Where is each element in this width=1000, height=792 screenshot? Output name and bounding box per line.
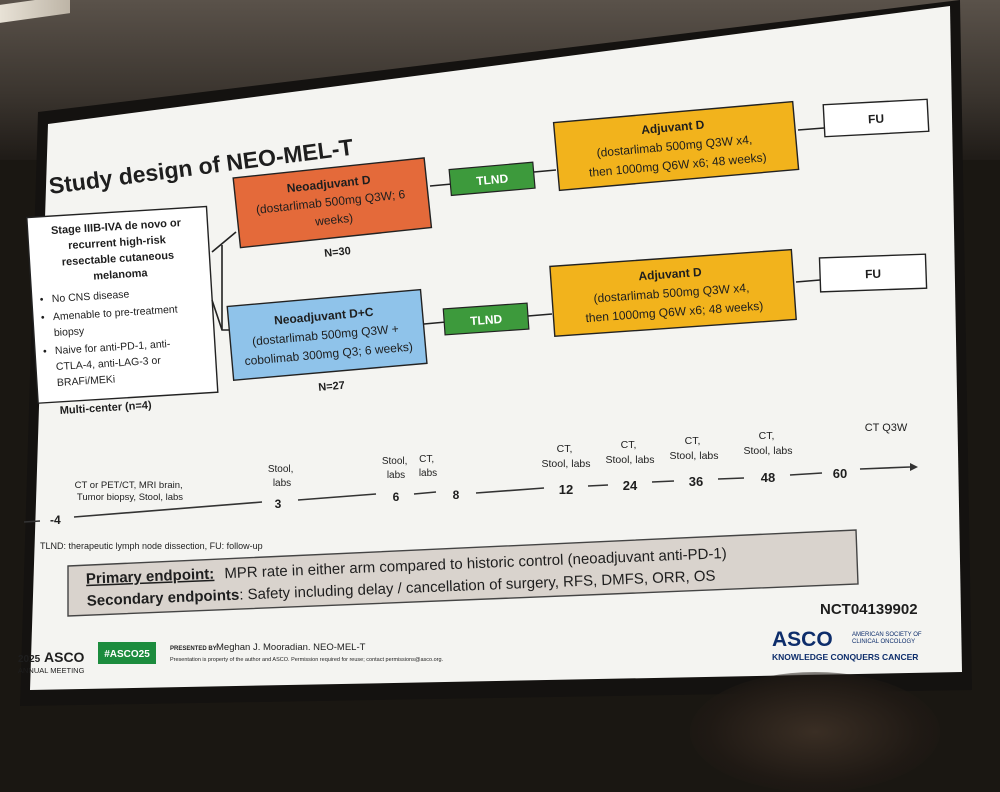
arm-a-fu-box (822, 98, 930, 138)
slide-footer: 2025 ASCO ANNUAL MEETING #ASCO25 PRESENT… (18, 628, 922, 675)
timeline-week-48: 48 (761, 470, 775, 485)
arm-b-tlnd-text: TLND (470, 312, 503, 328)
presented-by-label: PRESENTED BY: (170, 646, 218, 652)
hashtag-text: #ASCO25 (104, 649, 150, 660)
timeline-label-12: CT, Stool, labs (541, 443, 590, 470)
arm-b-neoadjuvant-box (226, 288, 428, 381)
multicenter-label: Multi-center (n=4) (59, 399, 152, 417)
timeline-label-60: CT Q3W (865, 422, 908, 434)
arm-b-adjuvant-box (549, 248, 797, 338)
arm-a-line-3 (797, 127, 825, 131)
timeline-label-48: CT, Stool, labs (743, 430, 792, 457)
arm-b-n: N=27 (318, 380, 346, 394)
timeline-week-3: 3 (275, 497, 282, 511)
arm-a-neoadjuvant-box (232, 157, 433, 249)
arm-a-adjuvant-box (552, 100, 800, 192)
asco-full-1: AMERICAN SOCIETY OF (852, 632, 922, 638)
abbreviations-note: TLND: therapeutic lymph node dissection,… (40, 541, 263, 551)
asco-tagline: KNOWLEDGE CONQUERS CANCER (772, 652, 918, 662)
arm-b-line-3 (795, 279, 821, 283)
timeline-label-36: CT, Stool, labs (669, 435, 718, 462)
arm-b-fu-box (818, 253, 928, 293)
projected-slide: Study design of NEO-MEL-T Stage IIIB-IVA… (18, 6, 962, 690)
timeline: -4 CT or PET/CT, MRI brain, Tumor biopsy… (23, 422, 918, 527)
timeline-week-12: 12 (559, 482, 573, 497)
asco-logo: ASCO (772, 628, 833, 651)
arm-a-tlnd-box (448, 161, 536, 197)
timeline-label-8: CT, labs (419, 454, 437, 479)
timeline-week-minus4: -4 (50, 513, 61, 527)
arm-b-line-1 (423, 321, 447, 325)
timeline-label-24: CT, Stool, labs (605, 439, 654, 466)
arm-b-tlnd-box (442, 302, 530, 336)
connector-top (211, 231, 237, 253)
hashtag-badge (98, 642, 156, 664)
trial-id: NCT04139902 (820, 601, 918, 618)
meeting-sub: ANNUAL MEETING (18, 666, 85, 675)
meeting-year: 2025 (18, 654, 41, 665)
asco-full-2: CLINICAL ONCOLOGY (852, 639, 915, 645)
audience-head-silhouette (690, 672, 940, 792)
timeline-week-8: 8 (453, 488, 460, 502)
arm-a-line-1 (429, 183, 453, 187)
timeline-week-6: 6 (393, 490, 400, 504)
arm-a-tlnd-text: TLND (476, 171, 509, 188)
arm-a-n: N=30 (324, 245, 352, 260)
timeline-week-60: 60 (833, 466, 847, 481)
endpoints-box (67, 529, 859, 617)
disclaimer: Presentation is property of the author a… (170, 657, 444, 663)
timeline-week-36: 36 (689, 474, 703, 489)
timeline-label-3: Stool, labs (268, 464, 296, 489)
meeting-org: ASCO (44, 649, 85, 665)
arm-b-fu-text: FU (865, 267, 881, 282)
timeline-week-24: 24 (623, 478, 638, 493)
arm-b-line-2 (527, 313, 553, 317)
arm-a-fu-text: FU (868, 112, 885, 127)
eligibility-box: Stage IIIB-IVA de novo or recurrent high… (26, 205, 219, 404)
presenter-name: Meghan J. Mooradian. NEO-MEL-T (216, 642, 366, 653)
timeline-label-6: Stool, labs (382, 456, 410, 481)
timeline-label-minus4: CT or PET/CT, MRI brain, Tumor biopsy, S… (75, 480, 186, 503)
arm-a-line-2 (533, 169, 557, 173)
